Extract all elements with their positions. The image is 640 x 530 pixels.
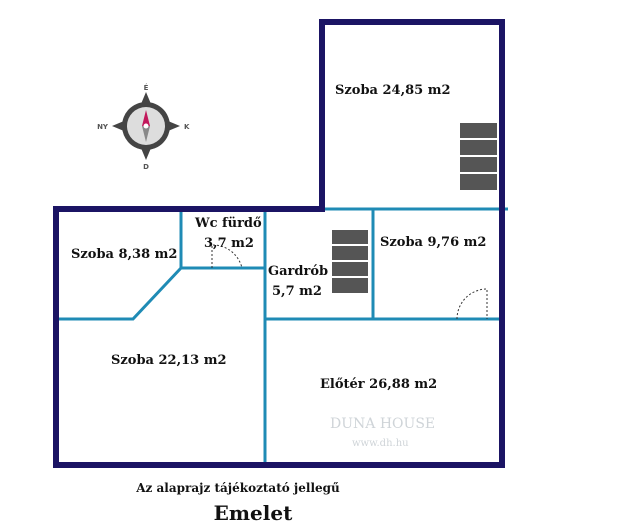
room-label: Gardrób (268, 264, 328, 279)
room-label: Szoba 22,13 m2 (111, 353, 227, 368)
doors (211, 244, 488, 320)
stairs-top (460, 123, 497, 190)
stairs-middle (332, 230, 368, 293)
room-label: Wc fürdő (194, 216, 262, 231)
watermark-url: www.dh.hu (352, 438, 409, 449)
room-area: 5,7 m2 (272, 284, 322, 299)
compass-east: K (184, 123, 190, 131)
compass-west: NY (97, 123, 109, 131)
room-label: Szoba 24,85 m2 (335, 83, 451, 98)
outer-walls (53, 19, 505, 468)
room-label: Szoba 8,38 m2 (71, 247, 177, 262)
compass-icon: É D NY K (97, 83, 190, 171)
floor-title: Emelet (214, 501, 293, 525)
inner-walls (56, 207, 508, 465)
watermark: DUNA HOUSE www.dh.hu (330, 416, 435, 449)
compass-north: É (144, 83, 149, 92)
disclaimer: Az alaprajz tájékoztató jellegű (135, 481, 340, 495)
room-area: 3,7 m2 (204, 236, 254, 251)
room-label: Szoba 9,76 m2 (380, 235, 486, 250)
room-label: Előtér 26,88 m2 (320, 377, 437, 392)
watermark-brand: DUNA HOUSE (330, 416, 435, 432)
compass-south: D (143, 163, 149, 171)
